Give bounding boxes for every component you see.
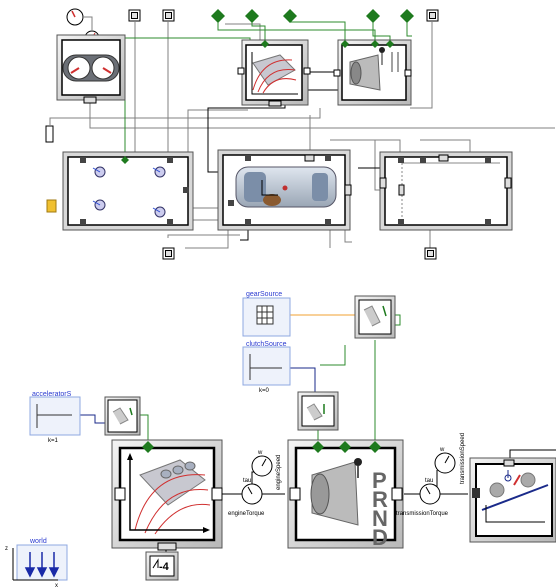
world-block[interactable]: world z x: [5, 538, 68, 587]
engine-speed-sensor[interactable]: w engineSpeed: [251, 450, 282, 490]
transmission-speed-label: transmissionSpeed: [460, 433, 466, 484]
bus-connector[interactable]: [128, 9, 141, 22]
bus-connector[interactable]: [162, 247, 175, 260]
wheel-icon: [92, 166, 166, 218]
engine-speed-w-label: w: [257, 450, 263, 456]
clutch-source-block[interactable]: clutchSource k=0: [242, 341, 291, 394]
engine-torque-sensor[interactable]: tau engineTorque: [228, 478, 265, 517]
top-square-connectors[interactable]: [45, 9, 439, 260]
svg-text:N: N: [372, 506, 388, 531]
gear-source-label: gearSource: [246, 291, 282, 298]
input-connector-diamond[interactable]: [283, 9, 297, 23]
chassis-block[interactable]: [217, 149, 352, 231]
input-connector-diamond[interactable]: [366, 9, 380, 23]
table-icon: [256, 305, 274, 325]
vehicle-road-block[interactable]: [469, 457, 556, 543]
transmission-torque-tau-label: tau: [425, 478, 433, 484]
world-axis-x: x: [55, 583, 58, 587]
driveline-block[interactable]: [379, 151, 513, 231]
clutch-pedal-block[interactable]: [297, 391, 339, 431]
input-connector-diamond[interactable]: [400, 9, 414, 23]
transmission-torque-sensor[interactable]: tau transmissionTorque: [396, 478, 449, 517]
svg-text:R: R: [372, 487, 388, 512]
dashboard-gauges-icon: [62, 54, 120, 82]
top-section: [45, 8, 555, 260]
gear-source-block[interactable]: gearSource: [242, 291, 291, 337]
bus-connector[interactable]: [162, 9, 175, 22]
constant-block[interactable]: -4: [145, 551, 179, 581]
clutch-source-label: clutchSource: [246, 341, 287, 348]
engine-torque-label: engineTorque: [228, 511, 265, 517]
gearbox-block[interactable]: P R N D: [287, 439, 404, 550]
gearbox-block-top[interactable]: [333, 39, 412, 106]
engine-block[interactable]: [111, 439, 223, 551]
clutch-source-value: k=0: [259, 388, 270, 394]
engine-torque-tau-label: tau: [243, 478, 251, 484]
gravity-arrows-icon: [24, 552, 60, 578]
accelerator-source-block[interactable]: acceleratorS k=1: [29, 391, 81, 444]
transmission-speed-w-label: w: [439, 447, 445, 453]
input-connector-diamond[interactable]: [245, 9, 259, 23]
engine-speed-label: engineSpeed: [276, 455, 282, 490]
constant-block-value: -4: [159, 561, 170, 573]
gearbox-bell-icon: [349, 47, 399, 91]
car-body-top-view-icon: [235, 166, 337, 208]
input-connector-diamond[interactable]: [211, 9, 225, 23]
pedal-block[interactable]: [104, 396, 141, 436]
accelerator-source-value: k=1: [48, 438, 59, 444]
gearbox-bell-icon: [310, 458, 362, 526]
accelerator-source-label: acceleratorS: [32, 391, 72, 398]
engine-block-top[interactable]: [237, 39, 311, 107]
top-connections: [49, 16, 555, 249]
top-input-diamonds[interactable]: [211, 9, 414, 23]
svg-text:D: D: [372, 525, 388, 550]
bus-connector[interactable]: [426, 9, 439, 22]
bus-connector[interactable]: [424, 247, 437, 260]
road-slope-icon: [481, 470, 549, 523]
transmission-torque-label: transmissionTorque: [396, 511, 449, 517]
wheels-block[interactable]: [46, 151, 194, 231]
driveline-icon: [398, 162, 500, 220]
sensor-plug-icon: [46, 199, 57, 213]
world-label: world: [29, 538, 47, 545]
bottom-section: gearSource clutchSource k=0 acceleratorS…: [5, 291, 556, 587]
engine-torque-curves-icon: [127, 453, 211, 535]
engine-torque-curves-icon: [251, 52, 298, 95]
svg-text:P: P: [372, 468, 387, 493]
world-axis-z: z: [5, 546, 8, 552]
gear-letters: P R N D: [372, 468, 388, 550]
transmission-speed-sensor[interactable]: w transmissionSpeed: [434, 433, 466, 484]
gear-selector-block[interactable]: [354, 295, 396, 339]
side-connector[interactable]: [45, 125, 54, 143]
dashboard-block[interactable]: [56, 34, 126, 104]
